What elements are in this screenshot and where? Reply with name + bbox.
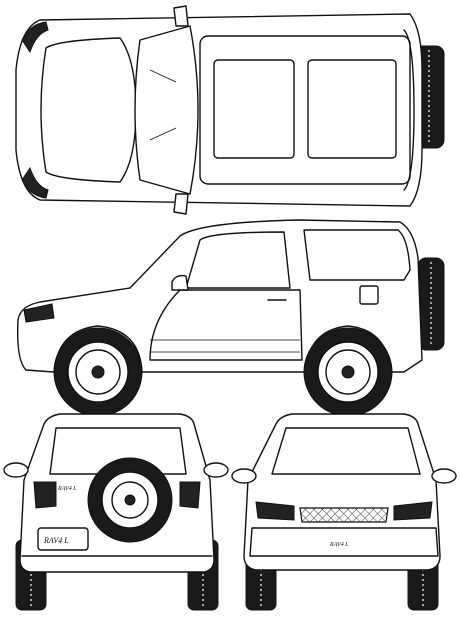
front-model-badge: RAV4 L <box>329 541 349 548</box>
front-headlight-right <box>393 501 433 521</box>
side-headlight <box>23 303 55 323</box>
front-bumper <box>249 527 439 557</box>
top-windshield <box>134 25 199 195</box>
side-view <box>16 219 445 417</box>
rear-mirror-right <box>203 462 229 478</box>
side-rear-wheel <box>303 327 393 417</box>
side-front-wheel <box>53 327 143 417</box>
rear-taillight-right <box>179 481 201 509</box>
top-front-bumper <box>21 21 49 54</box>
rear-plate <box>37 527 89 551</box>
top-body-outline <box>15 13 423 207</box>
top-sunroof-rear <box>307 59 397 159</box>
front-grille <box>299 507 389 523</box>
rear-taillight-left <box>33 481 57 509</box>
rear-spare-wheel <box>87 457 173 543</box>
top-mirror-left <box>173 5 189 27</box>
top-roof <box>199 35 411 185</box>
side-front-window <box>185 231 291 289</box>
rear-window <box>49 427 187 475</box>
rear-script-badge: RAV4 L <box>57 485 77 492</box>
rear-mirror-left <box>3 462 29 478</box>
side-mirror <box>171 274 189 291</box>
rear-model-badge: RAV4 L <box>43 536 69 545</box>
front-mirror-right <box>431 468 457 484</box>
rear-view: RAV4 L RAV4 L <box>3 413 229 611</box>
top-hood <box>40 37 137 183</box>
top-view <box>15 5 445 215</box>
top-mirror-right <box>173 193 189 215</box>
front-windshield <box>271 427 421 475</box>
top-sunroof-front <box>213 59 295 159</box>
front-view: RAV4 L <box>231 413 457 611</box>
side-fuel-door <box>359 285 379 305</box>
side-rear-window <box>303 229 411 281</box>
side-door <box>149 289 303 361</box>
front-headlight-left <box>255 501 295 521</box>
front-mirror-left <box>231 468 257 484</box>
